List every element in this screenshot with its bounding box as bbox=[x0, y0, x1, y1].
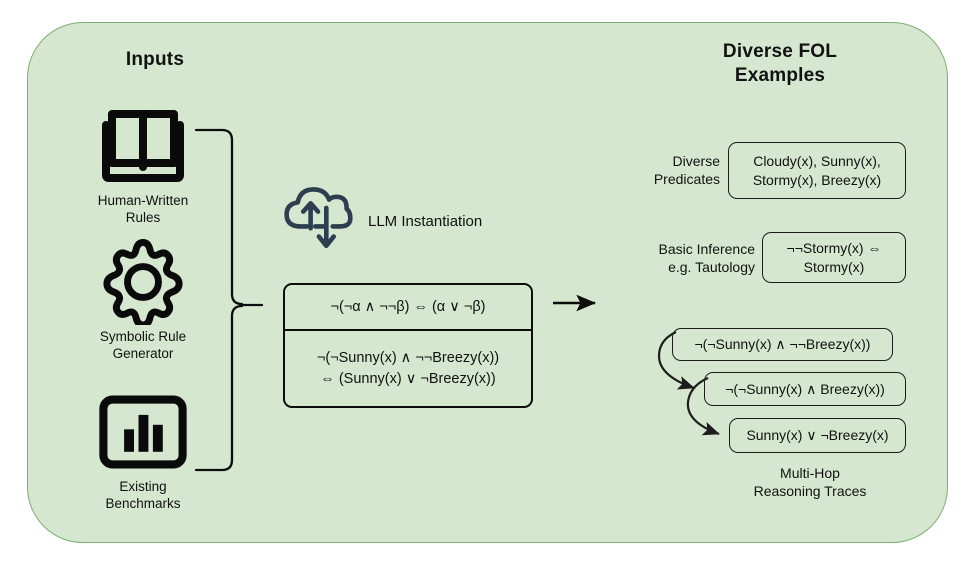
input-source-human-written-rules: Human-Written Rules bbox=[58, 104, 228, 226]
schema-formula: ¬(¬α ∧ ¬¬β) ⇔ (α ∨ ¬β) bbox=[285, 285, 531, 331]
page-title-fol-examples: Diverse FOL Examples bbox=[722, 41, 838, 86]
input-source-existing-benchmarks: Existing Benchmarks bbox=[58, 390, 228, 512]
diverse-predicates-label: Diverse Predicates bbox=[653, 153, 720, 187]
instantiation-box: ¬(¬α ∧ ¬¬β) ⇔ (α ∨ ¬β) ¬(¬Sunny(x) ∧ ¬¬B… bbox=[283, 283, 533, 408]
input-source-label: Human-Written Rules bbox=[97, 193, 189, 225]
diverse-predicates-box: Cloudy(x), Sunny(x), Stormy(x), Breezy(x… bbox=[728, 142, 906, 199]
instantiated-formula: ¬(¬Sunny(x) ∧ ¬¬Breezy(x)) ⇔ (Sunny(x) ∨… bbox=[316, 350, 500, 387]
cloud-sync-icon bbox=[282, 182, 354, 261]
input-source-label: Existing Benchmarks bbox=[105, 479, 181, 511]
input-source-symbolic-rule-generator: Symbolic Rule Generator bbox=[58, 239, 228, 362]
multi-hop-reasoning-traces-label: Multi-Hop Reasoning Traces bbox=[753, 465, 867, 499]
gear-icon bbox=[58, 239, 228, 325]
llm-instantiation-group: LLM Instantiation bbox=[282, 182, 482, 261]
llm-instantiation-label: LLM Instantiation bbox=[368, 213, 483, 230]
input-source-label: Symbolic Rule Generator bbox=[99, 329, 187, 361]
multi-hop-step-1-box: ¬(¬Sunny(x) ∧ ¬¬Breezy(x)) bbox=[672, 328, 893, 361]
multi-hop-step-2-box: ¬(¬Sunny(x) ∧ Breezy(x)) bbox=[704, 372, 906, 406]
page-title-inputs: Inputs bbox=[125, 49, 185, 70]
open-book-icon bbox=[58, 104, 228, 188]
multi-hop-step-3-box: Sunny(x) ∨ ¬Breezy(x) bbox=[729, 418, 906, 453]
bar-chart-icon bbox=[58, 390, 228, 474]
basic-inference-box: ¬¬Stormy(x) ⇔ Stormy(x) bbox=[762, 232, 906, 283]
basic-inference-label: Basic Inference e.g. Tautology bbox=[658, 241, 756, 275]
